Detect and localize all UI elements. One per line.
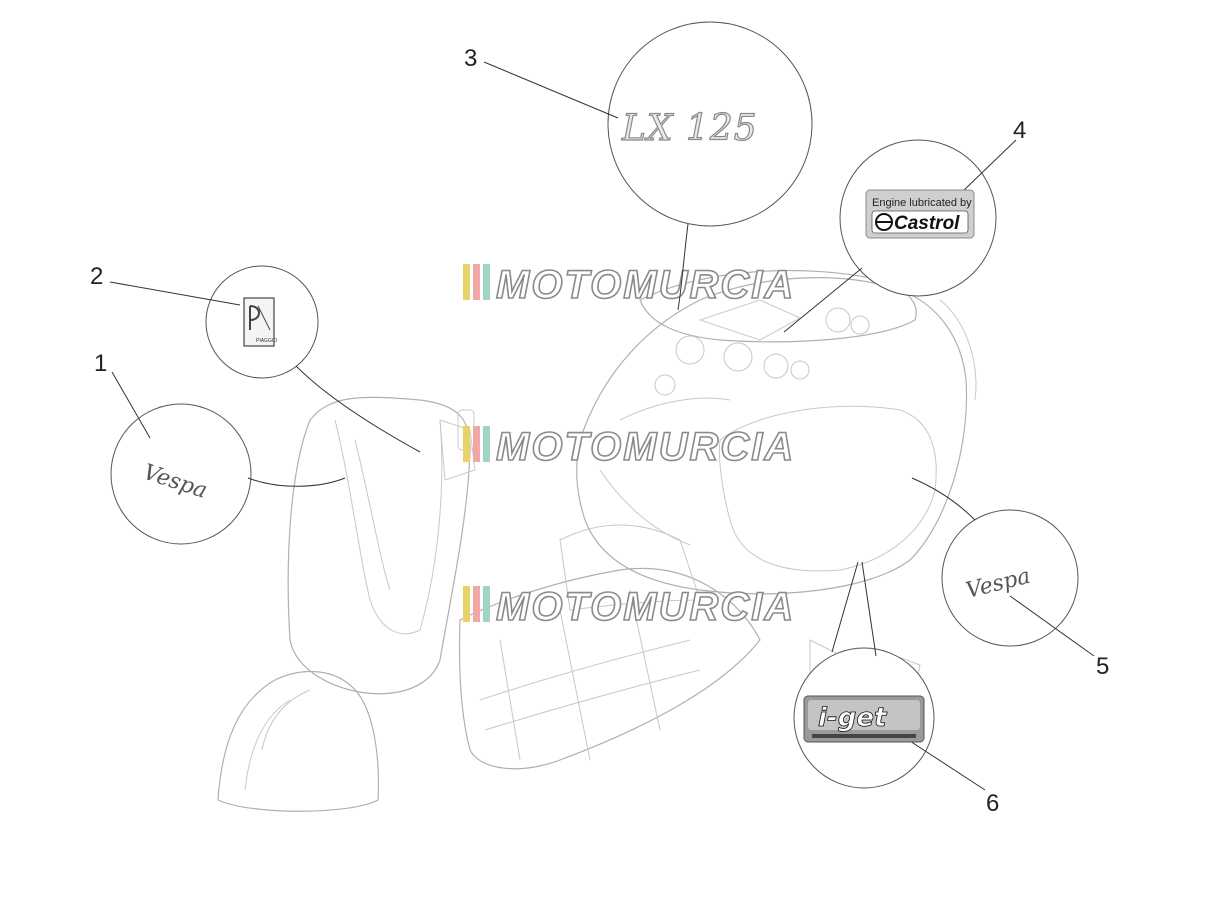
castrol-brand: Castrol [894,213,960,234]
leader-line [109,281,241,306]
callout-number: 6 [986,790,999,817]
piaggio-badge: PIAGGIO [243,297,277,347]
callout-number: 1 [94,350,107,377]
leader-line [961,139,1017,193]
scooter-body-outline [217,269,977,812]
watermark-2: MOTOMURCIA [463,424,795,470]
callout-3: 3 LX 125 [464,21,813,311]
callout-number: 4 [1013,117,1026,144]
detail-bubble [941,509,1079,647]
leader-line [831,561,859,653]
castrol-sticker: Engine lubricated by Castrol [865,189,975,239]
watermark-1: MOTOMURCIA [463,262,795,308]
callout-1: 1 Vespa [94,350,346,545]
callout-4: 4 Engine lubricated by Castrol [783,117,1026,333]
leader-line [911,477,976,521]
callout-number: 3 [464,45,477,72]
callout-6: 6 i-get [793,561,999,817]
watermark-text: MOTOMURCIA [496,425,795,469]
callout-number: 5 [1096,653,1109,680]
leader-line [247,477,346,487]
watermark-text: MOTOMURCIA [496,263,795,307]
lx125-decal: LX 125 [621,108,758,149]
callout-2: 2 PIAGGIO [90,263,421,453]
watermark-text: MOTOMURCIA [496,585,795,629]
leader-line [861,561,877,657]
leader-line [295,365,421,453]
watermark-3: MOTOMURCIA [463,584,795,630]
piaggio-label: PIAGGIO [256,338,277,344]
leader-line [483,61,619,119]
castrol-line1: Engine lubricated by [872,197,972,209]
callout-number: 2 [90,263,103,290]
leader-line [111,371,151,439]
iget-text: i-get [818,703,888,733]
detail-bubble [110,403,252,545]
leader-line [1009,595,1095,657]
leader-line [783,267,863,333]
iget-badge: i-get [803,695,925,743]
detail-bubble [607,21,813,227]
callout-5: 5 Vespa [911,477,1109,680]
leader-line [677,223,689,311]
